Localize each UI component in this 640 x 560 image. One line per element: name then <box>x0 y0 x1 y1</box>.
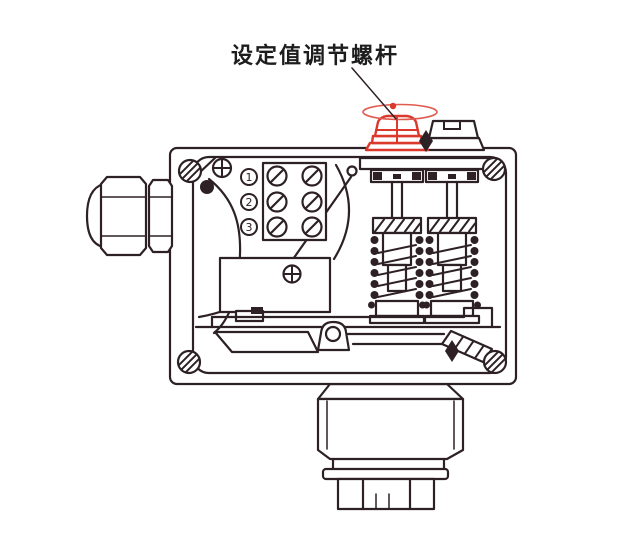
terminal-numbers: 1 2 3 <box>240 168 258 236</box>
leader-line <box>351 67 397 120</box>
spring-bridge <box>358 156 494 171</box>
enclosure-body <box>168 146 518 386</box>
wire-grommet <box>200 180 214 194</box>
connector-collar <box>321 467 450 481</box>
terminal-screw <box>266 165 323 238</box>
corner-screw-top-right <box>481 156 507 182</box>
pressure-connector <box>316 382 465 511</box>
wire-hole <box>346 165 358 177</box>
terminal-block: 1 2 3 <box>240 161 328 242</box>
corner-screw-top-left <box>177 158 203 184</box>
plate-screw-icon <box>282 264 302 284</box>
terminal-number-1: 1 <box>246 171 253 184</box>
cover-plate-outline <box>191 155 508 375</box>
pointer-diamond <box>445 340 459 362</box>
corner-screw-bottom-left <box>176 349 202 375</box>
mounting-plate <box>218 256 332 323</box>
cable-gland <box>85 175 174 257</box>
lock-screw <box>422 119 486 152</box>
leader-dot <box>389 102 397 110</box>
pivot-hole <box>324 325 342 343</box>
adjustment-screw-label: 设定值调节螺杆 <box>231 43 399 69</box>
ground-screw-icon <box>211 157 233 179</box>
connector-thread <box>336 477 436 511</box>
base-bar <box>194 306 502 329</box>
corner-screw-bottom-right <box>482 349 508 375</box>
terminal-number-2: 2 <box>246 196 253 209</box>
rotation-arrow-ellipse <box>362 103 438 121</box>
adjustment-screw <box>364 114 430 152</box>
index-diamond <box>419 130 433 152</box>
terminal-number-3: 3 <box>246 221 253 234</box>
